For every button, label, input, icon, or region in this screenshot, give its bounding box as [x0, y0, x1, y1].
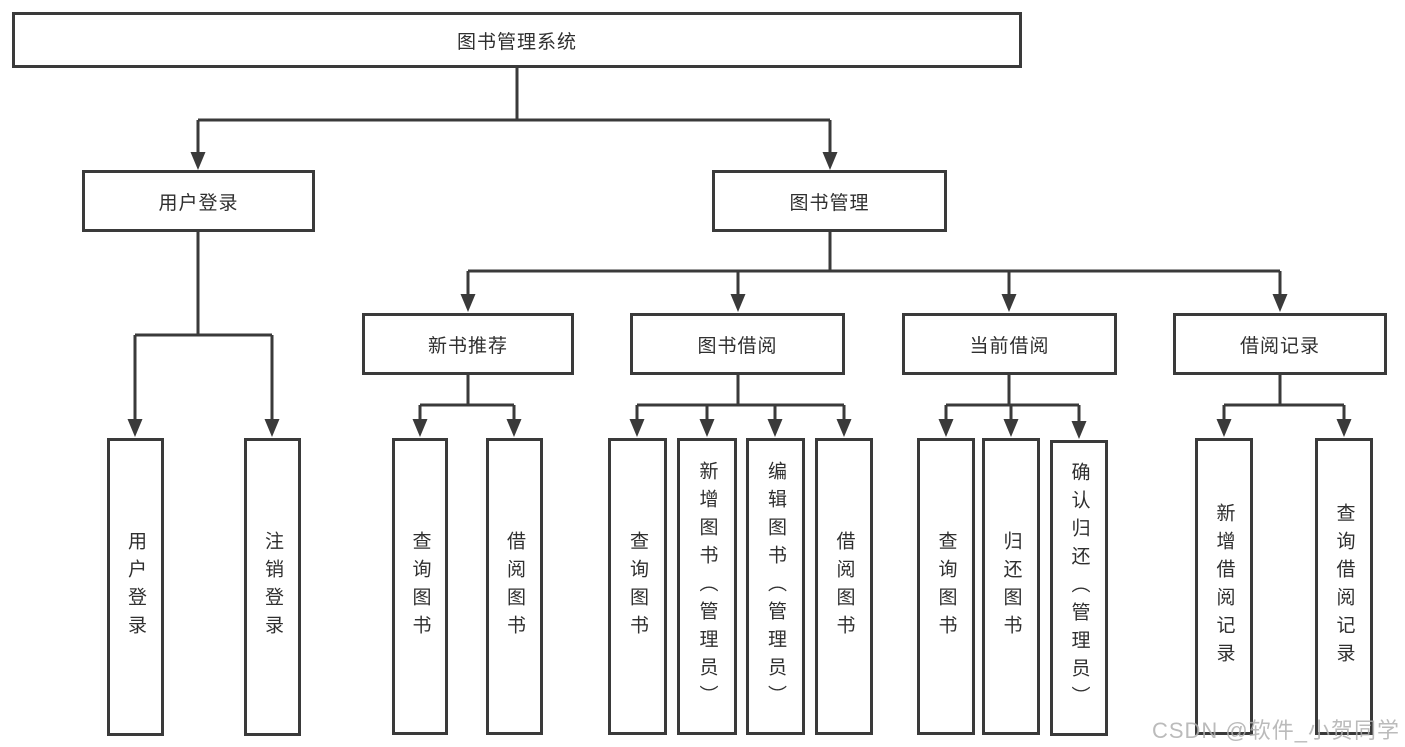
leaf-logout: 注销登录 — [244, 438, 301, 736]
leaf-records-add-record: 新增借阅记录 — [1195, 438, 1253, 735]
leaf-borrow-borrow-books-label: 借阅图书 — [833, 530, 855, 643]
leaf-borrow-edit-book-admin-label: 编辑图书（管理员） — [765, 460, 786, 713]
leaf-borrow-add-book-admin: 新增图书（管理员） — [677, 438, 737, 735]
node-book-borrow-label: 图书借阅 — [697, 335, 778, 357]
leaf-current-confirm-return-admin: 确认归还（管理员） — [1050, 440, 1108, 736]
node-new-book-recommend-label: 新书推荐 — [427, 335, 508, 357]
leaf-borrow-borrow-books: 借阅图书 — [815, 438, 873, 735]
leaf-current-return-books-label: 归还图书 — [1000, 530, 1022, 643]
leaf-newbooks-borrow-books-label: 借阅图书 — [504, 530, 525, 643]
node-new-book-recommend: 新书推荐 — [362, 313, 574, 375]
node-current-borrow-label: 当前借阅 — [969, 335, 1050, 357]
leaf-records-add-record-label: 新增借阅记录 — [1213, 502, 1235, 671]
leaf-logout-label: 注销登录 — [262, 531, 283, 643]
leaf-borrow-add-book-admin-label: 新增图书（管理员） — [696, 460, 718, 713]
node-user-login: 用户登录 — [82, 170, 315, 232]
leaf-current-query-books-label: 查询图书 — [935, 530, 957, 643]
leaf-newbooks-query-books-label: 查询图书 — [409, 530, 431, 643]
leaf-records-query-record: 查询借阅记录 — [1315, 438, 1373, 735]
watermark: CSDN @软件_小贺同学 — [1151, 718, 1400, 743]
node-user-login-label: 用户登录 — [158, 192, 239, 214]
leaf-user-login: 用户登录 — [107, 438, 164, 736]
node-root: 图书管理系统 — [12, 12, 1022, 68]
node-root-label: 图书管理系统 — [456, 31, 577, 53]
node-current-borrow: 当前借阅 — [902, 313, 1117, 375]
node-book-management: 图书管理 — [712, 170, 947, 232]
node-borrow-records-label: 借阅记录 — [1239, 335, 1320, 357]
node-book-management-label: 图书管理 — [789, 192, 870, 214]
leaf-borrow-query-books: 查询图书 — [608, 438, 667, 735]
leaf-records-query-record-label: 查询借阅记录 — [1333, 502, 1355, 671]
node-borrow-records: 借阅记录 — [1173, 313, 1387, 375]
leaf-newbooks-borrow-books: 借阅图书 — [486, 438, 543, 735]
leaf-newbooks-query-books: 查询图书 — [392, 438, 448, 735]
leaf-current-return-books: 归还图书 — [982, 438, 1040, 735]
leaf-borrow-query-books-label: 查询图书 — [627, 530, 648, 643]
leaf-current-confirm-return-admin-label: 确认归还（管理员） — [1068, 462, 1090, 714]
leaf-user-login-label: 用户登录 — [125, 531, 146, 643]
leaf-borrow-edit-book-admin: 编辑图书（管理员） — [746, 438, 805, 735]
leaf-current-query-books: 查询图书 — [917, 438, 975, 735]
node-book-borrow: 图书借阅 — [630, 313, 845, 375]
